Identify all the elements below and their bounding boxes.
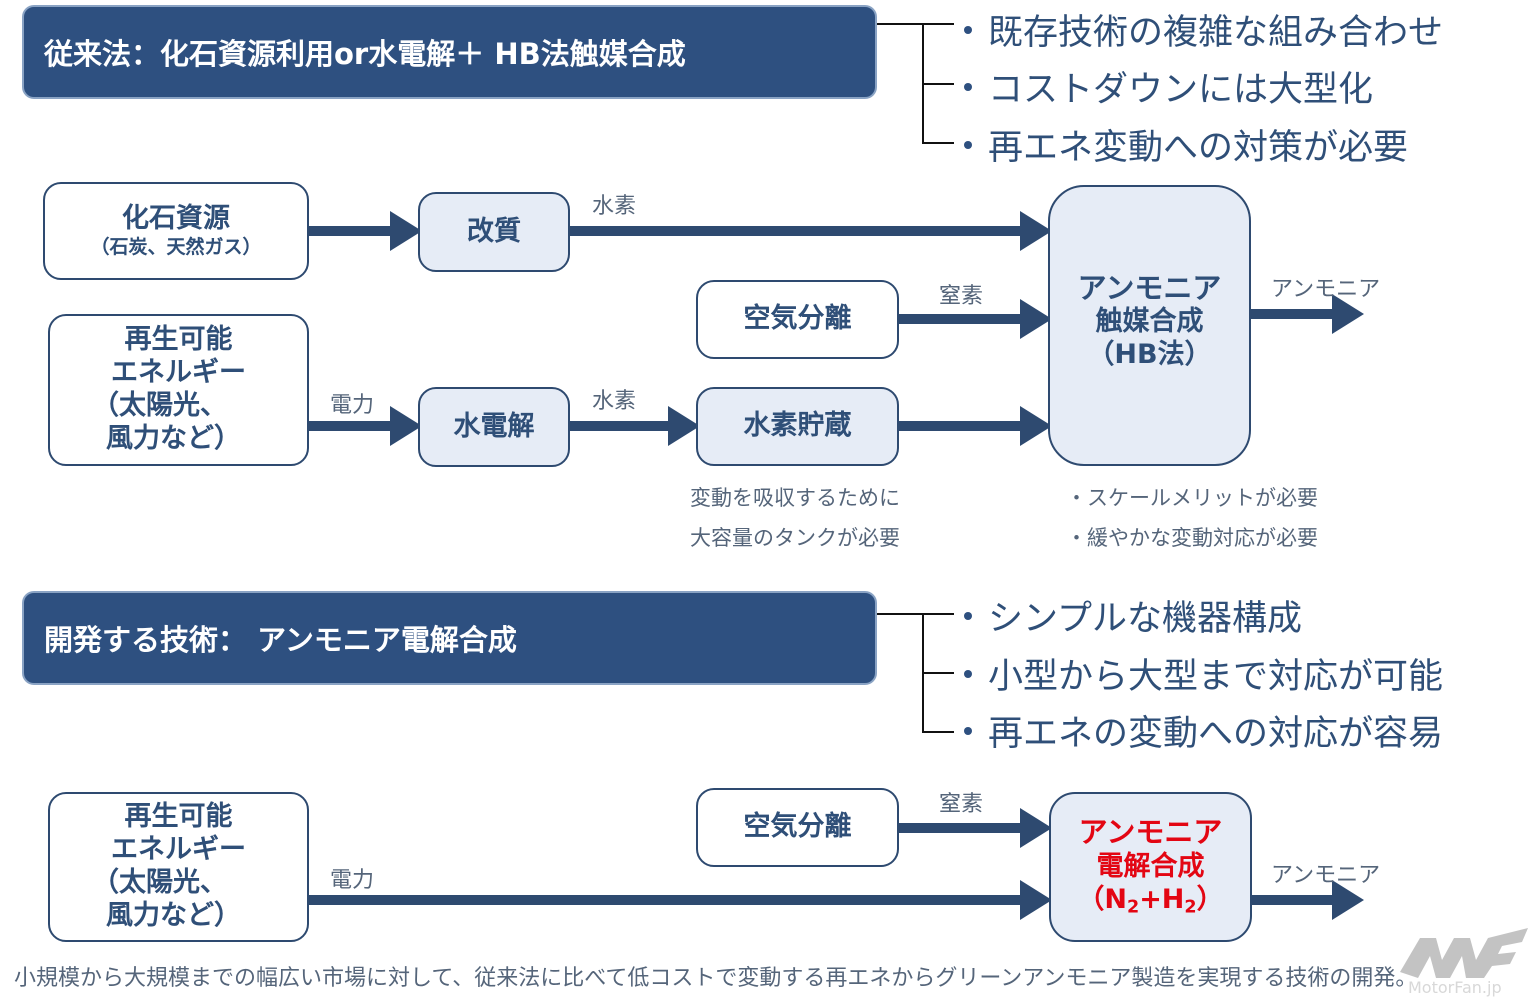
bullet-dot-icon	[964, 83, 972, 91]
bullet-dot-icon	[964, 670, 972, 678]
developing-bullet: シンプルな機器構成	[964, 602, 1302, 637]
bracket-tick	[922, 23, 954, 25]
developing-banner: 開発する技術： アンモニア電解合成	[22, 591, 877, 685]
conventional-bullet: 再エネ変動への対策が必要	[964, 131, 1408, 166]
motorfan-logo-icon	[1400, 928, 1528, 978]
bracket-connector	[877, 23, 925, 25]
node-renewable-energy: 再生可能 エネルギー （太陽光、 風力など）	[48, 792, 309, 942]
node-air-separation: 空気分離	[696, 280, 899, 359]
bracket-connector	[877, 613, 925, 615]
conventional-banner-title: 従来法：化石資源利用or水電解＋ HB法触媒合成	[44, 37, 686, 71]
node-reforming: 改質	[418, 192, 570, 272]
developing-banner-title: 開発する技術： アンモニア電解合成	[44, 623, 517, 657]
bracket-tick	[922, 83, 954, 85]
label-ammonia-output: アンモニア	[1271, 863, 1381, 888]
label-hydrogen: 水素	[592, 389, 637, 414]
hb-note: ・緩やかな変動対応が必要	[1066, 526, 1318, 550]
node-hb-catalytic-synthesis: アンモニア 触媒合成 （HB法）	[1048, 185, 1251, 466]
bracket-tick	[922, 731, 954, 733]
node-fossil-resources: 化石資源 （石炭、天然ガス）	[43, 182, 309, 280]
label-ammonia-output: アンモニア	[1271, 277, 1381, 302]
node-ammonia-electrolytic-synthesis: アンモニア 電解合成 （N2+H2）	[1049, 792, 1252, 942]
bracket-tick	[922, 672, 954, 674]
developing-bullet: 再エネの変動への対応が容易	[964, 717, 1443, 752]
node-air-separation: 空気分離	[696, 788, 899, 867]
label-power: 電力	[330, 868, 375, 893]
conventional-bullet: コストダウンには大型化	[964, 73, 1373, 108]
node-water-electrolysis: 水電解	[418, 387, 570, 467]
watermark-text: MotorFan.jp	[1408, 978, 1502, 997]
hb-note: ・スケールメリットが必要	[1066, 486, 1318, 510]
bullet-dot-icon	[964, 612, 972, 620]
conventional-bullet: 既存技術の複雑な組み合わせ	[964, 16, 1443, 51]
label-nitrogen: 窒素	[939, 284, 984, 309]
bracket-tick	[922, 613, 954, 615]
bracket-tick	[922, 142, 954, 144]
developing-bullet: 小型から大型まで対応が可能	[964, 660, 1443, 695]
storage-note: 大容量のタンクが必要	[690, 526, 900, 550]
formula-n2-h2: （N2+H2）	[1077, 883, 1224, 918]
bullet-dot-icon	[964, 26, 972, 34]
bullet-dot-icon	[964, 141, 972, 149]
label-power: 電力	[330, 393, 375, 418]
conventional-banner: 従来法：化石資源利用or水電解＋ HB法触媒合成	[22, 5, 877, 99]
node-renewable-energy: 再生可能 エネルギー （太陽光、 風力など）	[48, 314, 309, 466]
label-nitrogen: 窒素	[939, 792, 984, 817]
node-hydrogen-storage: 水素貯蔵	[696, 387, 899, 466]
footer-summary: 小規模から大規模までの幅広い市場に対して、従来法に比べて低コストで変動する再エネ…	[14, 966, 1418, 991]
storage-note: 変動を吸収するために	[690, 486, 900, 510]
bullet-dot-icon	[964, 727, 972, 735]
label-hydrogen: 水素	[592, 194, 637, 219]
